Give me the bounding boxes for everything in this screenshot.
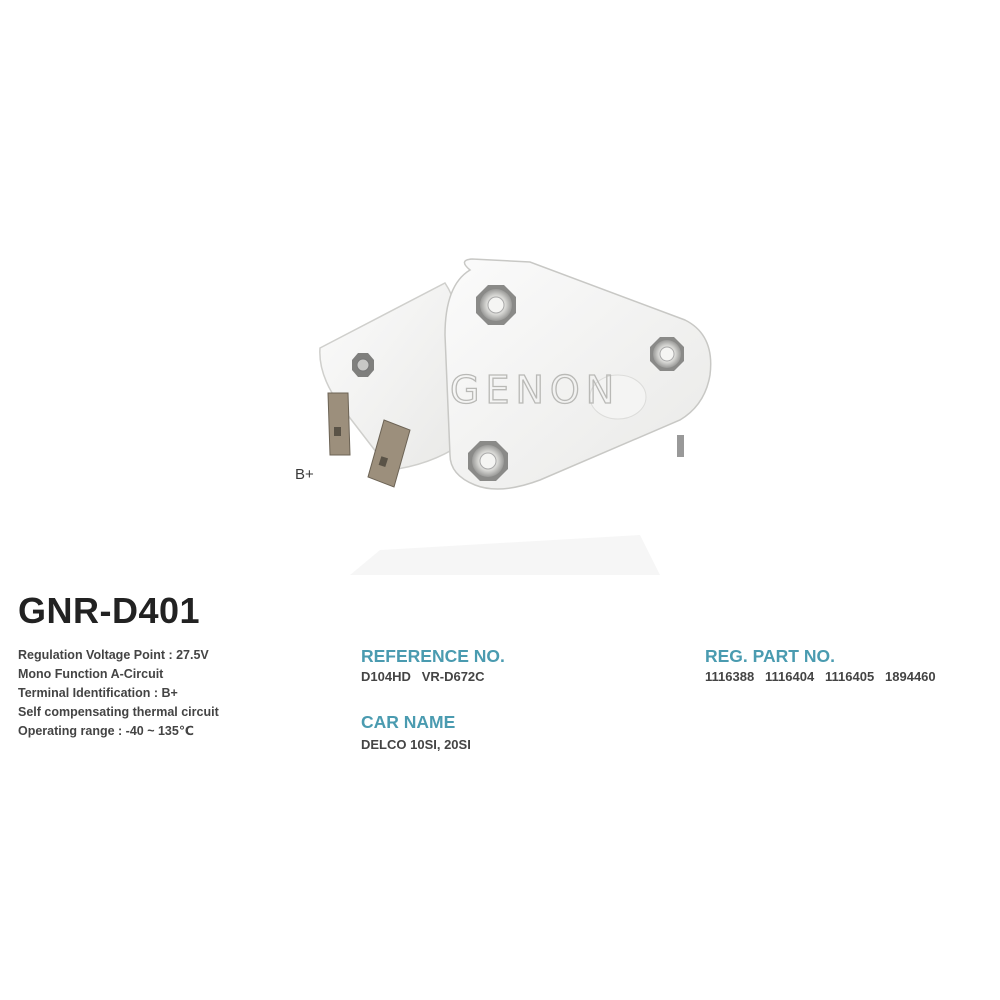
center-boss — [589, 374, 647, 420]
spec-list: Regulation Voltage Point : 27.5V Mono Fu… — [18, 646, 219, 741]
spade-terminal-right — [367, 419, 411, 488]
spec-item: Operating range : -40 ~ 135℃ — [18, 724, 194, 738]
spade-terminal-left — [327, 392, 351, 456]
product-image: GENON — [280, 215, 740, 595]
mount-hole-top — [476, 285, 516, 325]
reflection — [350, 535, 660, 575]
spec-item: Terminal Identification : B+ — [18, 686, 178, 700]
mount-hole-bottom — [468, 441, 508, 481]
side-pin — [677, 435, 684, 457]
spec-item: Self compensating thermal circuit — [18, 705, 219, 719]
reference-value: D104HD VR-D672C — [361, 669, 485, 684]
mount-hole-right — [650, 337, 684, 371]
car-name-value: DELCO 10SI, 20SI — [361, 737, 471, 752]
car-name-heading: CAR NAME — [361, 712, 456, 732]
genon-watermark: GENON — [450, 368, 620, 412]
product-title: GNR-D401 — [18, 590, 201, 631]
reg-part-heading: REG. PART NO. — [705, 646, 835, 666]
spec-item: Mono Function A-Circuit — [18, 667, 164, 681]
terminal-b-plus-label: B+ — [295, 466, 314, 483]
screw — [352, 353, 374, 377]
spec-item: Regulation Voltage Point : 27.5V — [18, 648, 209, 662]
reg-part-value: 1116388 1116404 1116405 1894460 — [705, 669, 936, 684]
reference-heading: REFERENCE NO. — [361, 646, 505, 666]
